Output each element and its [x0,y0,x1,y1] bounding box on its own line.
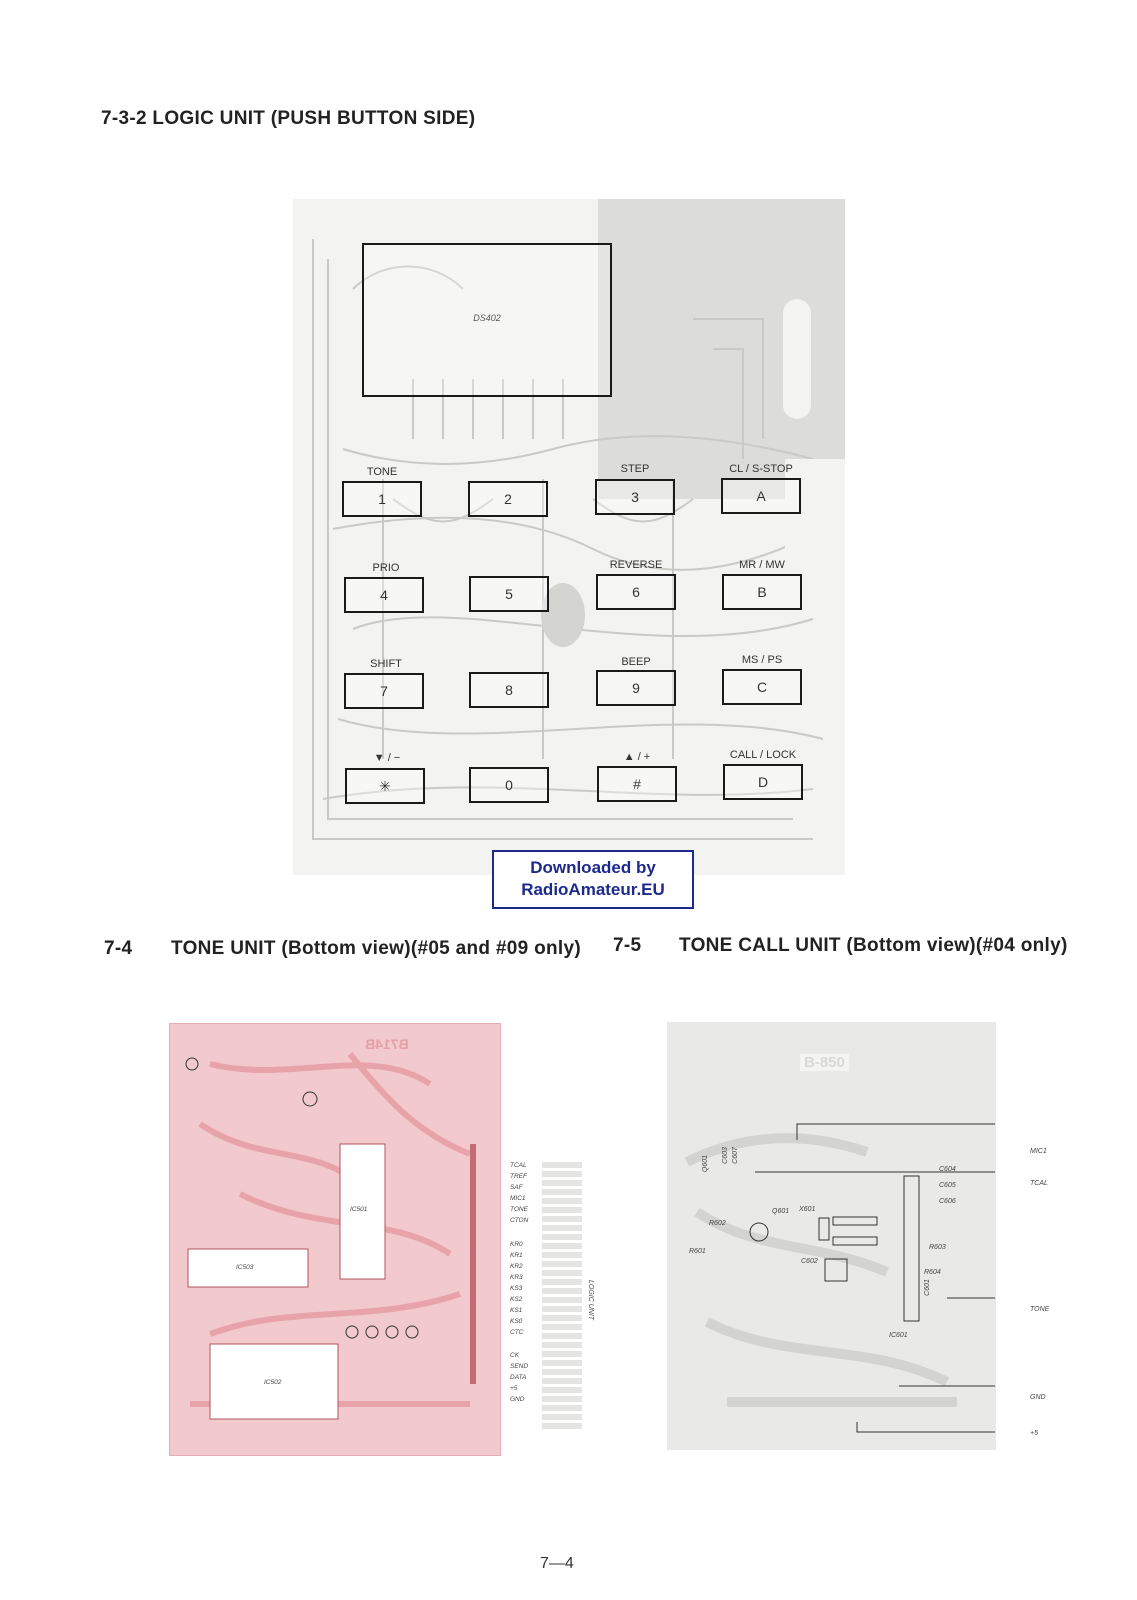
key-label-step: STEP [620,463,650,475]
key-label-up-plus: ▲ / + [623,751,651,763]
call-board-traces [684,1123,995,1433]
call-label-mic1: MIC1 [1030,1148,1047,1155]
key-label-reverse: REVERSE [609,559,663,571]
comp-c603: C603 [721,1147,729,1164]
board-slot [783,299,811,419]
comp-c601: C601 [923,1279,931,1296]
pin-cton: CTON [510,1217,529,1224]
call-label-tone: TONE [1030,1306,1050,1313]
comp-c606: C606 [939,1198,956,1205]
key-label-call-lock: CALL / LOCK [729,749,797,761]
comp-r604: R604 [924,1269,941,1276]
key-0[interactable]: 0 [469,767,549,803]
pin-tcal: TCAL [510,1162,527,1169]
key-label-tone: TONE [366,466,398,478]
ic503-label: IC503 [236,1264,254,1271]
call-unit-number: 7-5 [613,935,642,956]
pin-send: SEND [510,1363,529,1370]
key-c[interactable]: C [722,669,802,705]
key-label-prio: PRIO [372,562,400,574]
comp-c604: C604 [939,1166,956,1173]
pin-kr1: KR1 [510,1252,523,1259]
tone-unit-board: B714B IC501 IC503 IC502 [169,1023,501,1456]
ic501-label: IC501 [350,1206,368,1213]
comp-x601: X601 [799,1206,816,1213]
key-label-down-minus: ▼ / − [373,752,401,764]
key-2[interactable]: 2 [468,481,548,517]
watermark-box: Downloaded by RadioAmateur.EU [492,850,694,909]
key-label-cl-s-stop: CL / S-STOP [729,463,793,475]
call-label-plus5: +5 [1030,1430,1038,1437]
tone-call-unit-board: B-850 IC601 Q601 C603 C607 X601 Q601 R60… [667,1022,996,1450]
key-b[interactable]: B [722,574,802,610]
pin-ks0: KS0 [510,1318,523,1325]
watermark-line1: Downloaded by [530,858,656,877]
key-a[interactable]: A [721,478,801,514]
logic-unit-board [293,199,845,875]
comp-q601: Q601 [702,1154,710,1173]
key-5[interactable]: 5 [469,576,549,612]
pcb-traces [312,239,824,840]
pin-mic1: MIC1 [510,1195,526,1202]
call-label-tcal: TCAL [1030,1180,1048,1187]
comp-r602: R602 [709,1220,726,1227]
comp-c605: C605 [939,1182,956,1189]
pin-gnd: GND [510,1396,525,1403]
key-1[interactable]: 1 [342,481,422,517]
comp-c602: C602 [801,1258,818,1265]
board-notch [785,459,845,589]
comp-q601b: Q601 [772,1208,790,1215]
key-label-mr-mw: MR / MW [739,559,785,571]
key-label-beep: BEEP [621,656,651,668]
key-star[interactable]: ✳ [345,768,425,804]
key-6[interactable]: 6 [596,574,676,610]
pin-ks1: KS1 [510,1307,523,1314]
pin-ks2: KS2 [510,1296,523,1303]
pin-ctc: CTC [510,1329,524,1336]
logic-unit-heading: 7-3-2 LOGIC UNIT (PUSH BUTTON SIDE) [101,108,476,129]
tone-unit-heading: TONE UNIT (Bottom view)(#05 and #09 only… [171,938,581,959]
comp-c607: C607 [731,1147,739,1164]
key-hash[interactable]: # [597,766,677,802]
tone-board-traces [185,1052,476,1420]
tone-board-id: B714B [365,1036,409,1052]
comp-r601: R601 [689,1248,706,1255]
pin-data: DATA [510,1374,527,1381]
logic-unit-side-label: LOGIC UNIT [587,1280,594,1321]
pin-kr2: KR2 [510,1263,523,1270]
watermark-line2: RadioAmateur.EU [521,880,665,899]
tone-unit-number: 7-4 [104,938,133,959]
tone-connector-strip [542,1162,582,1432]
ic502-label: IC502 [264,1379,282,1386]
page-number: 7—4 [540,1555,574,1572]
ic601-label: IC601 [889,1332,908,1339]
key-label-ms-ps: MS / PS [741,654,783,666]
call-unit-heading: TONE CALL UNIT (Bottom view)(#04 only) [679,935,1068,956]
key-4[interactable]: 4 [344,577,424,613]
key-d[interactable]: D [723,764,803,800]
key-9[interactable]: 9 [596,670,676,706]
pin-tref: TREF [510,1173,527,1180]
key-7[interactable]: 7 [344,673,424,709]
pin-ks3: KS3 [510,1285,523,1292]
key-label-shift: SHIFT [370,658,402,670]
pin-kr0: KR0 [510,1241,523,1248]
comp-r603: R603 [929,1244,946,1251]
pin-plus5: +5 [510,1385,518,1392]
call-label-gnd: GND [1030,1394,1046,1401]
pin-saf: SAF [510,1184,523,1191]
call-board-id: B-850 [800,1054,849,1071]
pin-kr3: KR3 [510,1274,523,1281]
key-8[interactable]: 8 [469,672,549,708]
display-ds402: DS402 [362,243,612,397]
display-label: DS402 [473,313,501,323]
pin-ck: CK [510,1352,520,1359]
key-3[interactable]: 3 [595,479,675,515]
pin-tone: TONE [510,1206,528,1213]
